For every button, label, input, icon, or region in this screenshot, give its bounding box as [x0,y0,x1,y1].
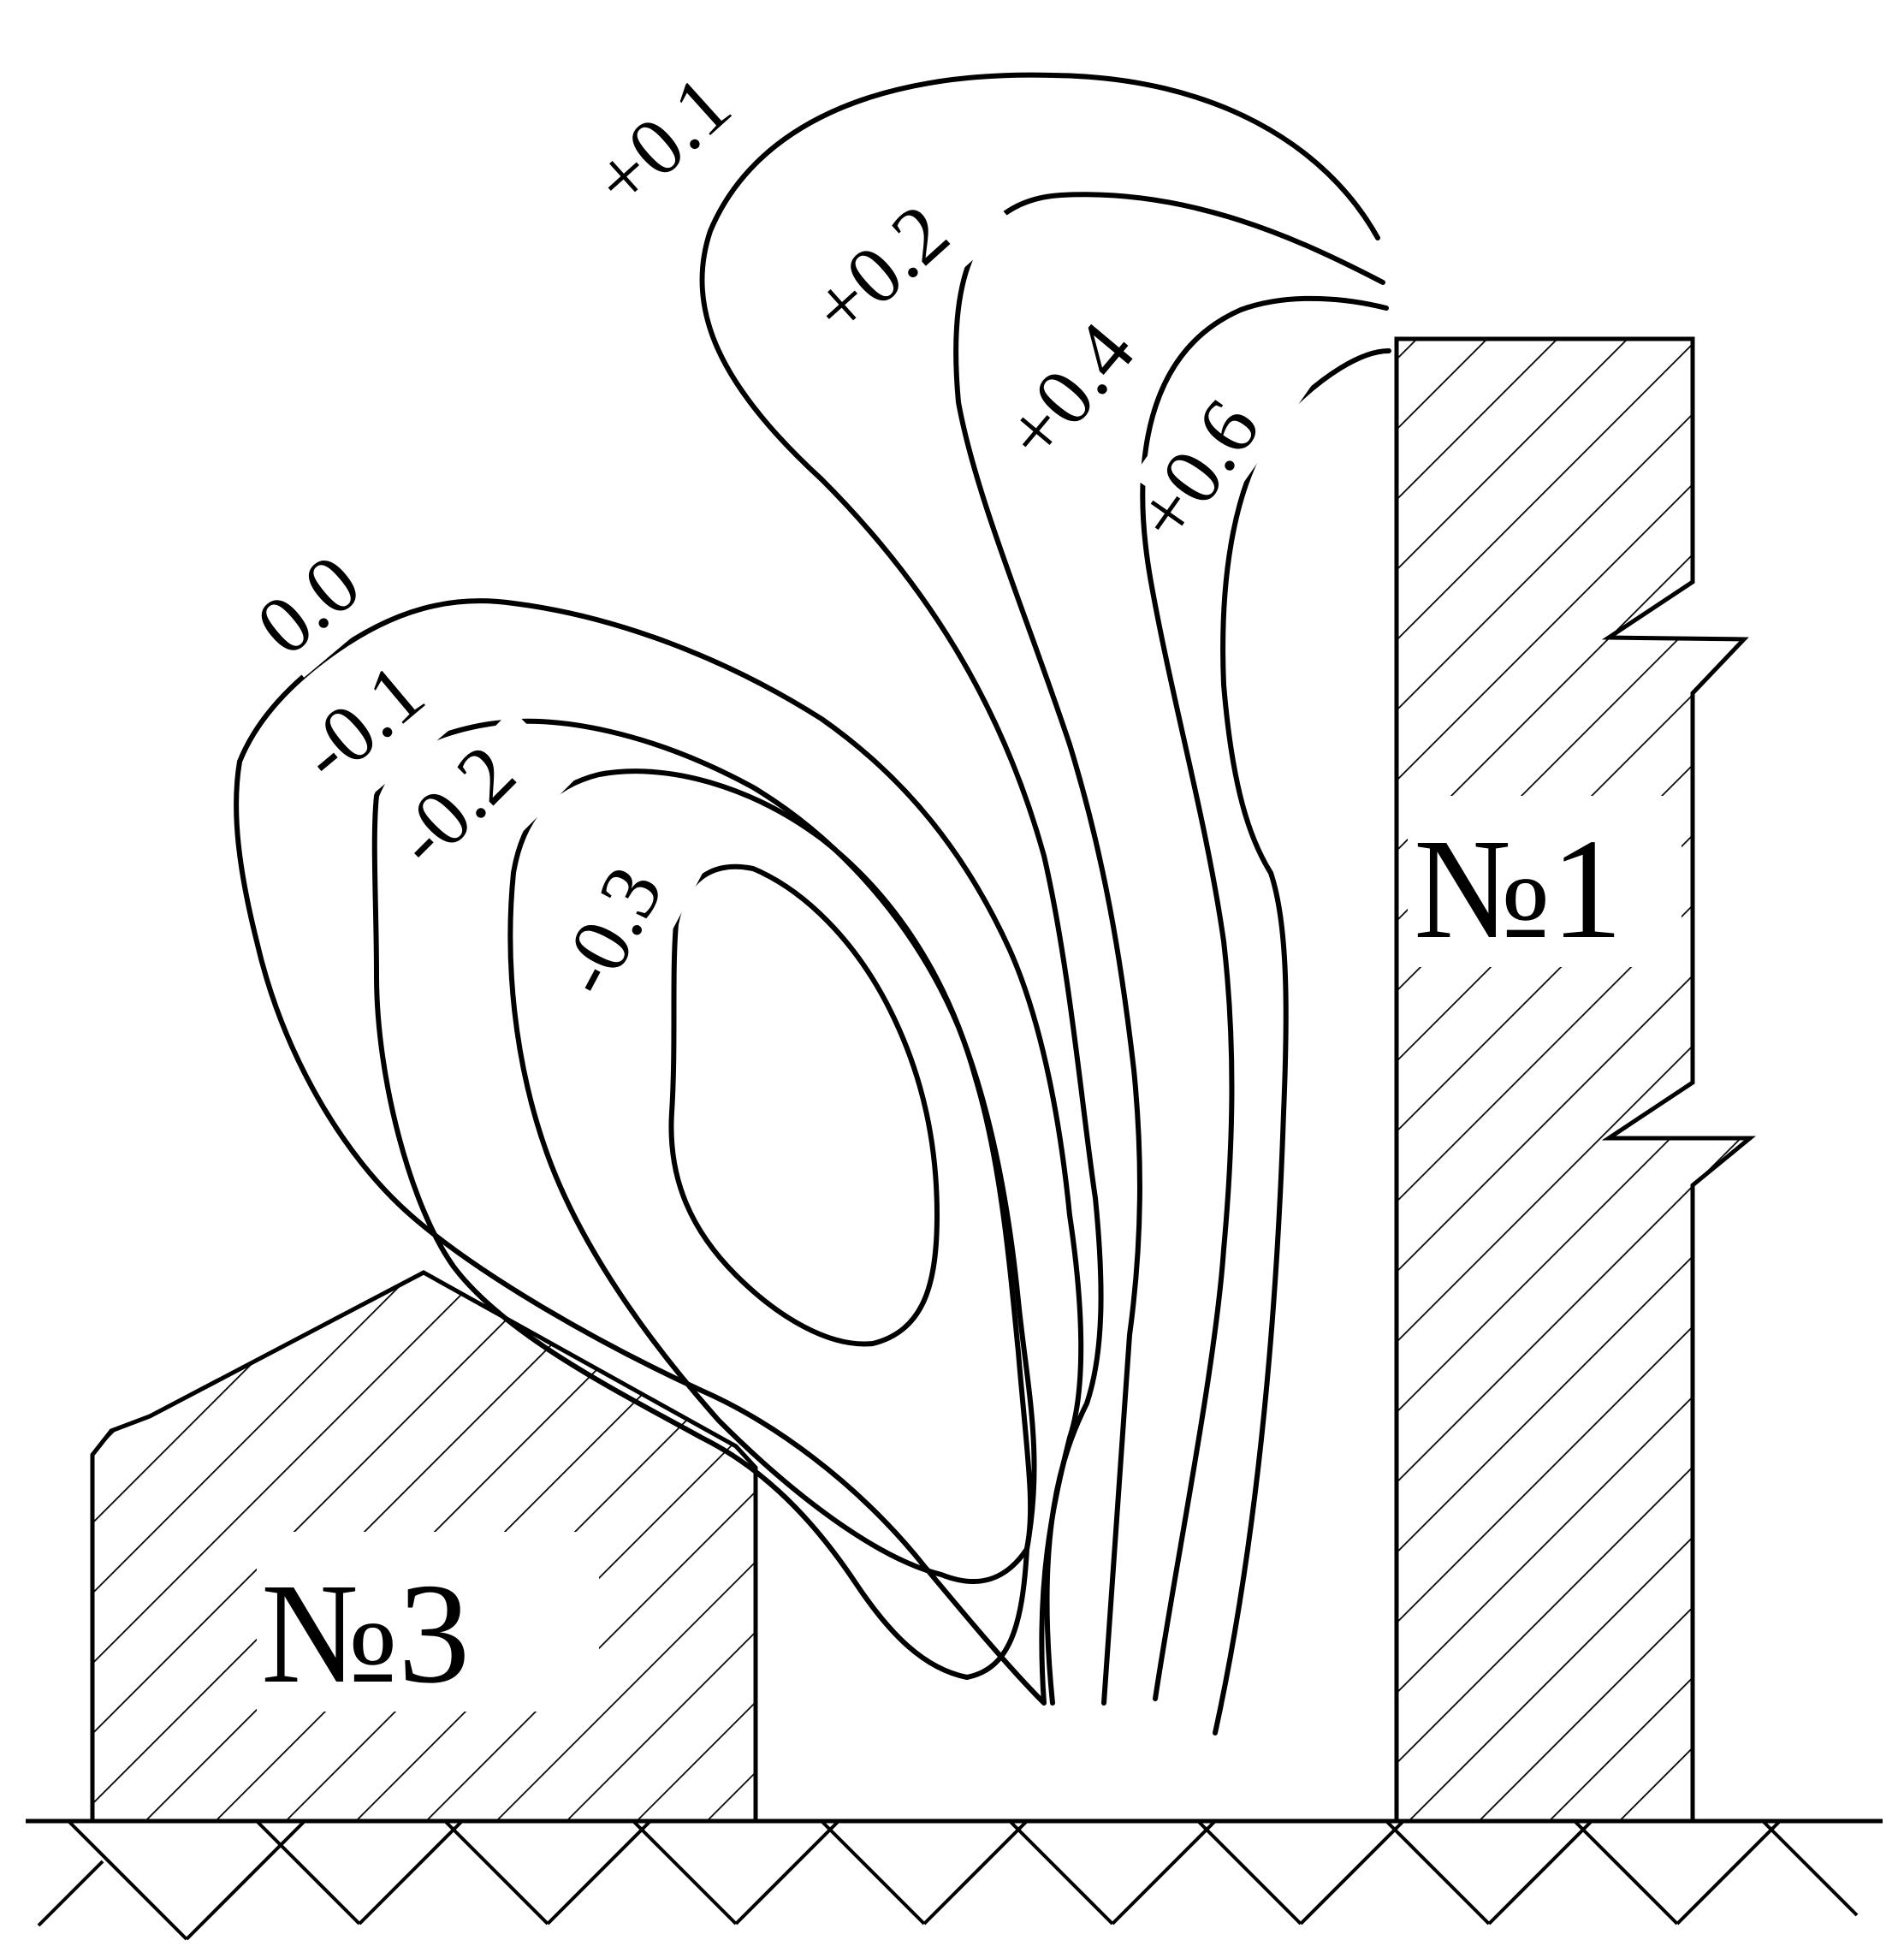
contour-plus-0-1 [699,72,1380,1706]
building-3-label-bg [257,1532,599,1712]
label-bg-minus-0-3 [549,817,709,1006]
building-1-label-bg [1408,796,1682,967]
ground [26,1819,1883,1941]
contour-zero-0-0 [234,598,1084,1706]
building-3-label: №3 [261,1554,470,1713]
contour-plus-0-6 [1213,348,1391,1736]
label-bg-minus-0-2 [396,709,579,892]
label-bg-plus-0-4 [1009,263,1198,461]
contour-plus-0-2 [953,192,1385,1706]
contour-plus-0-4 [1140,295,1389,1701]
label-bg-plus-0-1 [638,0,835,188]
building-1-outline [1394,336,1756,1824]
building-3: №3 [90,1270,758,1824]
ground-hatch [37,1819,1859,1941]
label-bg-minus-0-1 [296,630,483,808]
contour-minus-0-3 [668,863,940,1347]
building-1-label: №1 [1414,810,1622,969]
contour-labels: +0.1 +0.2 +0.4 +0.6 0.0 -0.1 -0.2 -0.3 [240,0,1314,1010]
label-bg-plus-0-6 [1132,329,1314,531]
label-bg-zero-0-0 [243,512,416,678]
label-bg-plus-0-2 [817,152,1014,344]
building-1: №1 [1394,336,1756,1824]
